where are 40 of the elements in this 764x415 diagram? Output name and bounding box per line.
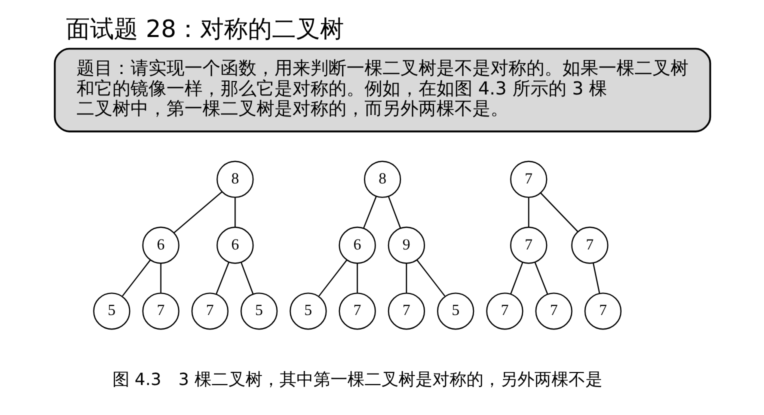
connector	[592, 263, 600, 294]
node-circle: 7	[570, 226, 608, 264]
connector	[510, 262, 523, 294]
node-circle: 6	[338, 226, 376, 264]
connector	[160, 263, 161, 293]
connector	[215, 262, 229, 294]
diagram-title: 面试题 28：对称的二叉树	[66, 14, 344, 43]
connector	[240, 262, 254, 294]
connector	[173, 191, 222, 234]
connector	[540, 192, 578, 232]
node-circle: 6	[216, 226, 254, 264]
connector	[121, 260, 150, 296]
node-box: 题目：请实现一个函数，用来判断一棵二叉树是不是对称的。如果一棵二叉树和它的镜像一样，那么它是对称的。例如，在如图 4.3 所示的 3 棵二叉树中，第一棵二叉树是对称的，而另外两棵不是。	[53, 48, 711, 132]
node-circle: 7	[142, 292, 179, 330]
node-circle: 7	[338, 292, 376, 330]
connector	[528, 198, 529, 227]
node-circle: 6	[142, 226, 179, 264]
node-circle: 7	[190, 292, 228, 330]
node-circle: 7	[510, 160, 547, 198]
node-circle: 8	[363, 160, 401, 198]
connector	[234, 198, 236, 227]
node-circle: 5	[436, 292, 474, 330]
node-circle: 5	[92, 292, 130, 330]
node-circle: 7	[584, 292, 622, 330]
node-circle: 5	[289, 292, 326, 330]
node-circle: 7	[510, 226, 547, 264]
caption: 图 4.3 3 棵二叉树，其中第一棵二叉树是对称的，另外两棵不是	[112, 369, 602, 390]
node-circle: 8	[216, 160, 254, 198]
connector	[356, 263, 358, 293]
connector	[405, 263, 407, 293]
connector	[416, 260, 445, 296]
node-circle: 7	[387, 292, 425, 330]
node-circle: 7	[486, 292, 523, 330]
connector	[387, 196, 401, 228]
connector	[362, 196, 376, 228]
node-circle: 7	[534, 292, 572, 330]
connector	[318, 260, 347, 296]
connector	[534, 262, 548, 294]
node-circle: 9	[387, 226, 425, 264]
node-circle: 5	[240, 292, 278, 330]
